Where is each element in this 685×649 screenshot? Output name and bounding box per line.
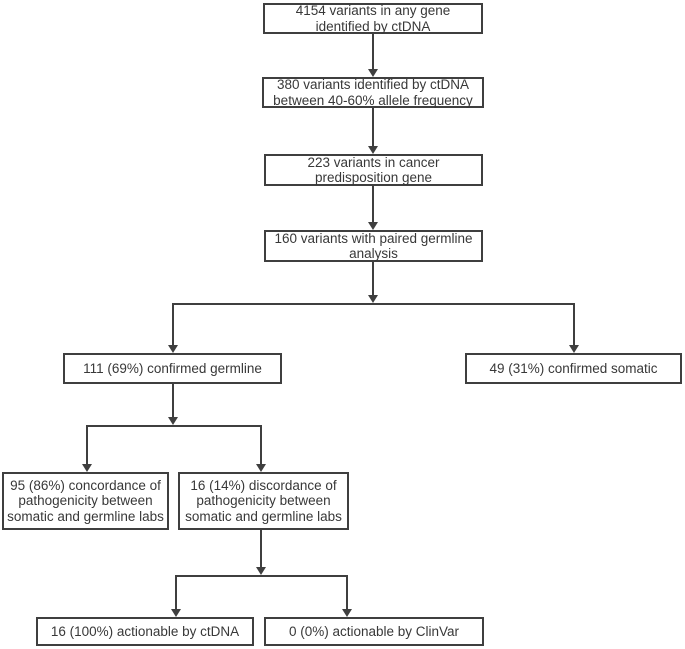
node-text-line: somatic and germline labs <box>7 508 164 524</box>
arrowhead-icon <box>368 222 378 230</box>
node-text-line: 16 (14%) discordance of <box>190 477 337 493</box>
connector-any-gene-to-allele <box>372 34 374 69</box>
connector-split-to-somatic <box>573 305 575 345</box>
arrowhead-icon <box>171 609 181 617</box>
node-discordance: 16 (14%) discordance of pathogenicity be… <box>178 472 349 530</box>
node-cancer-predisposition: 223 variants in cancer predisposition ge… <box>264 154 483 186</box>
node-text-line: 380 variants identified by ctDNA <box>276 77 470 92</box>
node-text-line: predisposition gene <box>314 170 433 185</box>
node-text-line: 223 variants in cancer <box>307 154 440 170</box>
node-concordance: 95 (86%) concordance of pathogenicity be… <box>2 472 169 530</box>
arrowhead-icon <box>368 69 378 77</box>
connector-split-concordance-discordance <box>86 425 262 427</box>
arrowhead-icon <box>168 417 178 425</box>
node-confirmed-somatic: 49 (31%) confirmed somatic <box>465 353 682 384</box>
connector-predisposition-to-paired <box>372 186 374 222</box>
node-text-line: identified by ctDNA <box>315 18 431 34</box>
node-actionable-clinvar: 0 (0%) actionable by ClinVar <box>264 617 484 646</box>
arrowhead-icon <box>256 567 266 575</box>
connector-split-to-actionable-ctdna <box>175 577 177 609</box>
arrowhead-icon <box>368 146 378 154</box>
connector-split-germline-somatic <box>172 303 575 305</box>
node-text-line: between 40-60% allele frequency <box>273 92 473 108</box>
node-text-line: 95 (86%) concordance of <box>10 477 161 493</box>
node-text-line: 4154 variants in any gene <box>295 3 451 18</box>
connector-split-to-discordance <box>260 427 262 464</box>
node-confirmed-germline: 111 (69%) confirmed germline <box>63 353 282 384</box>
node-text-line: 111 (69%) confirmed germline <box>83 360 262 376</box>
node-text-line: 16 (100%) actionable by ctDNA <box>50 623 240 639</box>
arrowhead-icon <box>342 609 352 617</box>
node-variants-any-gene: 4154 variants in any gene identified by … <box>263 3 483 34</box>
connector-split-actionable <box>175 575 348 577</box>
connector-allele-to-predisposition <box>372 108 374 146</box>
node-variants-allele-frequency: 380 variants identified by ctDNA between… <box>262 77 484 108</box>
arrowhead-icon <box>368 295 378 303</box>
node-text-line: pathogenicity between <box>18 493 153 509</box>
connector-split-to-germline <box>172 305 174 345</box>
node-paired-germline: 160 variants with paired germline analys… <box>264 230 483 262</box>
node-text-line: analysis <box>349 246 398 261</box>
arrowhead-icon <box>256 464 266 472</box>
node-actionable-ctdna: 16 (100%) actionable by ctDNA <box>36 617 254 646</box>
connector-discordance-to-split <box>260 530 262 567</box>
node-text-line: pathogenicity between <box>196 493 331 509</box>
node-text-line: 0 (0%) actionable by ClinVar <box>288 623 460 639</box>
connector-split-to-concordance <box>86 427 88 464</box>
arrowhead-icon <box>82 464 92 472</box>
node-text-line: somatic and germline labs <box>185 508 342 524</box>
connector-paired-to-split <box>372 262 374 295</box>
connector-split-to-actionable-clinvar <box>346 577 348 609</box>
node-text-line: 49 (31%) confirmed somatic <box>489 360 658 376</box>
arrowhead-icon <box>569 345 579 353</box>
node-text-line: 160 variants with paired germline <box>274 230 473 246</box>
arrowhead-icon <box>168 345 178 353</box>
connector-germline-to-split <box>172 384 174 417</box>
